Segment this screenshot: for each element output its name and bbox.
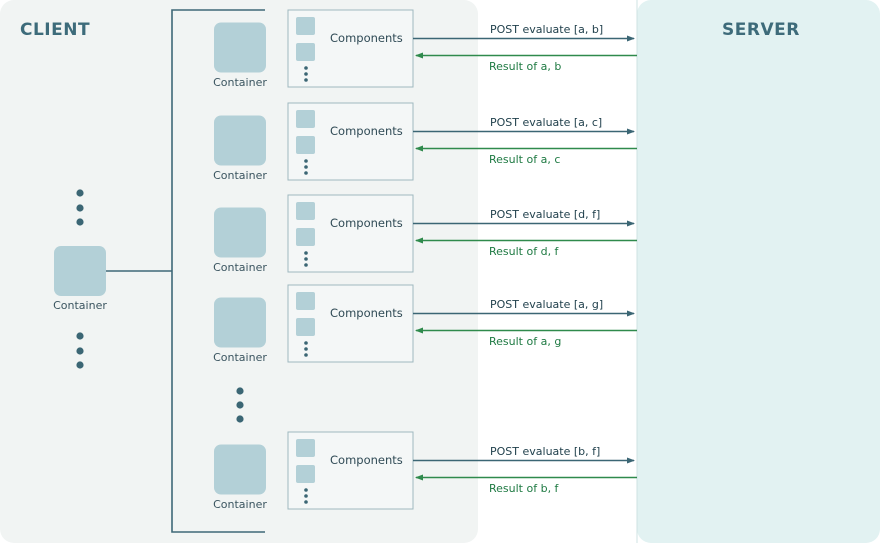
component-square: [296, 439, 315, 457]
components-label: Components: [330, 215, 403, 230]
container-label: Container: [213, 168, 267, 182]
container-box: [214, 207, 266, 258]
response-label: Result of a, g: [489, 334, 562, 348]
client-title: CLIENT: [20, 20, 91, 40]
ellipsis-icon-bottom: [76, 332, 84, 369]
root-container-box: [54, 246, 106, 296]
server-title: SERVER: [722, 20, 800, 40]
component-square: [296, 292, 315, 310]
request-label: POST evaluate [a, b]: [490, 22, 604, 36]
request-label: POST evaluate [a, g]: [490, 297, 604, 311]
row-4: [214, 284, 637, 363]
row-3: [214, 194, 637, 273]
request-label: POST evaluate [a, c]: [490, 115, 603, 129]
server-panel: [637, 0, 880, 543]
component-square: [296, 17, 315, 35]
component-square: [296, 202, 315, 220]
component-square: [296, 465, 315, 483]
response-label: Result of d, f: [489, 244, 559, 258]
component-square: [296, 43, 315, 61]
ellipsis-icon: [304, 159, 308, 175]
row-5: [214, 431, 637, 510]
container-box: [214, 115, 266, 166]
response-label: Result of a, b: [489, 59, 562, 73]
request-label: POST evaluate [d, f]: [490, 207, 601, 221]
container-label: Container: [213, 350, 267, 364]
container-box: [214, 297, 266, 348]
ellipsis-icon: [304, 251, 308, 267]
container-box: [214, 444, 266, 495]
component-square: [296, 110, 315, 128]
response-label: Result of a, c: [489, 152, 561, 166]
row-1: [214, 9, 637, 88]
request-label: POST evaluate [b, f]: [490, 444, 601, 458]
component-square: [296, 318, 315, 336]
container-label: Container: [213, 260, 267, 274]
component-square: [296, 228, 315, 246]
ellipsis-icon: [304, 488, 308, 504]
container-label: Container: [213, 75, 267, 89]
components-label: Components: [330, 305, 403, 320]
root-container-label: Container: [53, 299, 107, 312]
container-box: [214, 22, 266, 73]
ellipsis-icon-top: [76, 189, 84, 226]
ellipsis-icon: [304, 66, 308, 82]
ellipsis-icon: [304, 341, 308, 357]
component-square: [296, 136, 315, 154]
container-label: Container: [213, 497, 267, 511]
components-label: Components: [330, 123, 403, 138]
response-label: Result of b, f: [489, 481, 559, 495]
ellipsis-icon-rows: [236, 387, 244, 423]
components-label: Components: [330, 452, 403, 467]
row-2: [214, 102, 637, 181]
components-label: Components: [330, 30, 403, 45]
